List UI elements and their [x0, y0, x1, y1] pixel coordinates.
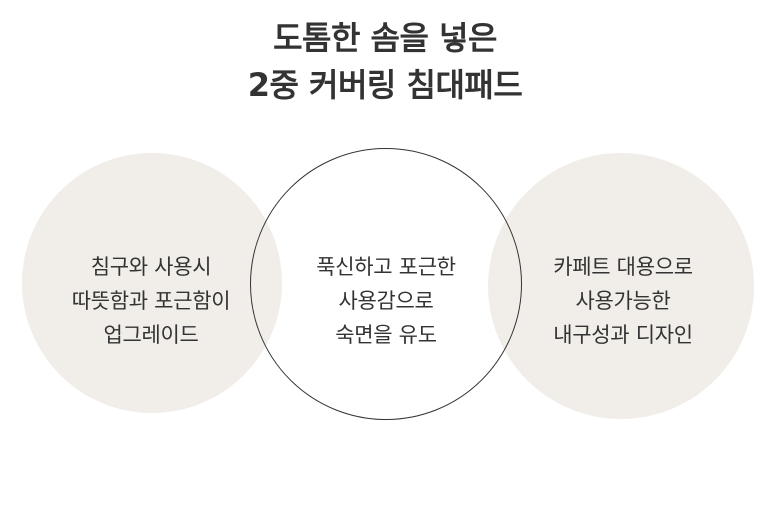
title-line-1: 도톰한 솜을 넣은 [273, 19, 497, 57]
feature-circle-right [488, 153, 754, 419]
feature-line: 내구성과 디자인 [553, 323, 693, 347]
feature-line: 푹신하고 포근한 [316, 255, 456, 279]
title-line-2: 2중 커버링 침대패드 [247, 66, 523, 104]
feature-line: 침구와 사용시 [90, 255, 212, 279]
feature-line: 숙면을 유도 [335, 323, 437, 347]
feature-text-left: 침구와 사용시 따뜻함과 포근함이 업그레이드 [40, 250, 262, 352]
feature-circle-left [22, 153, 282, 413]
feature-line: 따뜻함과 포근함이 [71, 289, 231, 313]
feature-line: 업그레이드 [103, 323, 199, 347]
feature-circle-center [250, 148, 522, 420]
feature-line: 사용감으로 [338, 289, 434, 313]
feature-text-center: 푹신하고 포근한 사용감으로 숙면을 유도 [276, 250, 496, 352]
feature-line: 카페트 대용으로 [553, 255, 693, 279]
feature-text-right: 카페트 대용으로 사용가능한 내구성과 디자인 [512, 250, 734, 352]
feature-line: 사용가능한 [575, 289, 671, 313]
